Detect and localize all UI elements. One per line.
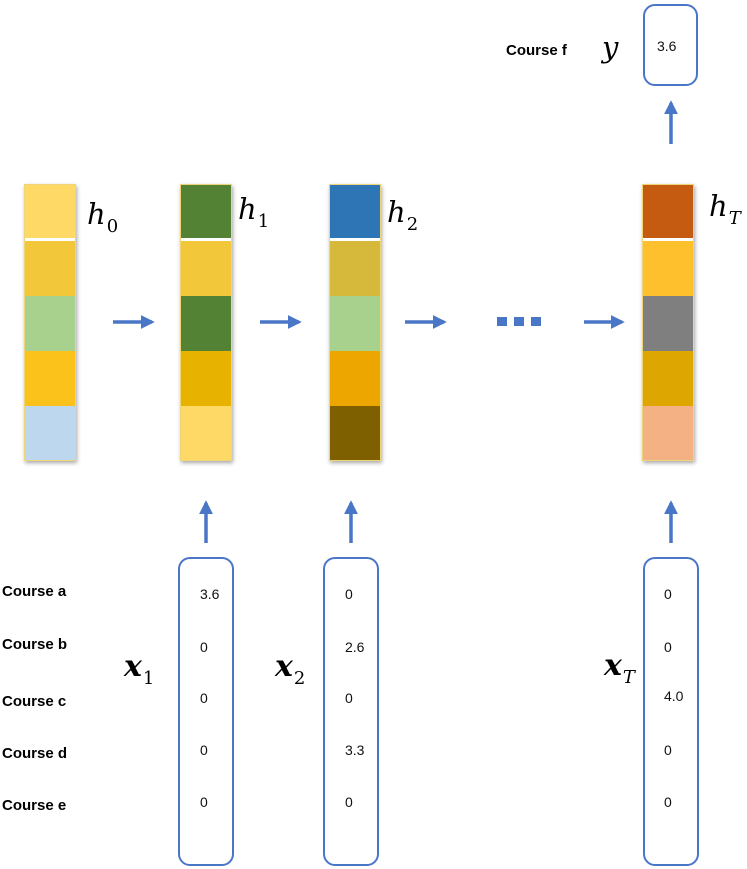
input-value: 0 (345, 690, 353, 706)
hidden-state-cell (643, 351, 693, 406)
input-value: 0 (200, 794, 208, 810)
input-vector-x1: 3.6 0 0 0 0 (178, 557, 234, 866)
hidden-state-cell (181, 351, 231, 406)
hidden-state-cell (25, 351, 75, 406)
course-label-e: Course e (2, 797, 67, 814)
hidden-state-cell (643, 406, 693, 460)
output-symbol: y (602, 30, 619, 64)
course-label-b: Course b (2, 636, 68, 653)
hidden-label-h2: h2 (387, 195, 419, 235)
input-value: 0 (345, 794, 353, 810)
input-value: 4.0 (664, 688, 684, 704)
hidden-state-cell (330, 296, 380, 351)
hidden-state-cell (25, 406, 75, 460)
input-value: 3.6 (200, 586, 220, 602)
hidden-state-cell (25, 241, 75, 296)
hidden-state-h2 (329, 184, 381, 461)
input-label-x1: x1 (124, 649, 155, 689)
hidden-state-cell (181, 241, 231, 296)
hidden-state-separator (25, 238, 75, 241)
course-label-c: Course c (2, 693, 67, 710)
hidden-state-cell (25, 296, 75, 351)
hidden-state-h1 (180, 184, 232, 461)
input-value: 0 (664, 794, 672, 810)
hidden-label-h1: h1 (238, 192, 270, 232)
hidden-state-separator (643, 238, 693, 241)
input-vector-xT: 0 0 4.0 0 0 (643, 557, 699, 866)
hidden-state-separator (181, 238, 231, 241)
hidden-state-cell (181, 406, 231, 460)
hidden-state-cell (643, 296, 693, 351)
input-label-xT: xT (604, 648, 635, 688)
hidden-state-hT (642, 184, 694, 461)
hidden-state-cell (25, 185, 75, 238)
input-value: 0 (200, 742, 208, 758)
hidden-label-hT: hT (709, 189, 741, 229)
hidden-state-cell (181, 296, 231, 351)
input-value: 0 (200, 690, 208, 706)
input-value: 0 (345, 586, 353, 602)
input-value: 0 (664, 586, 672, 602)
input-label-x2: x2 (275, 649, 306, 689)
course-label-a: Course a (2, 583, 67, 600)
input-vector-x2: 0 2.6 0 3.3 0 (323, 557, 379, 866)
hidden-label-h0: h0 (87, 197, 119, 237)
hidden-state-h0 (24, 184, 76, 461)
output-course-label: Course f (506, 42, 567, 59)
hidden-state-cell (330, 406, 380, 460)
input-value: 3.3 (345, 742, 365, 758)
hidden-state-separator (330, 238, 380, 241)
output-value: 3.6 (657, 38, 677, 54)
ellipsis-dot (497, 317, 507, 326)
input-value: 0 (200, 639, 208, 655)
hidden-state-cell (643, 241, 693, 296)
hidden-state-cell (330, 185, 380, 238)
hidden-state-cell (181, 185, 231, 238)
ellipsis-dot (531, 317, 541, 326)
input-value: 2.6 (345, 639, 365, 655)
input-value: 0 (664, 742, 672, 758)
ellipsis-dot (514, 317, 524, 326)
hidden-state-cell (330, 241, 380, 296)
course-label-d: Course d (2, 745, 68, 762)
input-value: 0 (664, 639, 672, 655)
output-value-box: 3.6 (643, 4, 698, 86)
hidden-state-cell (330, 351, 380, 406)
hidden-state-cell (643, 185, 693, 238)
